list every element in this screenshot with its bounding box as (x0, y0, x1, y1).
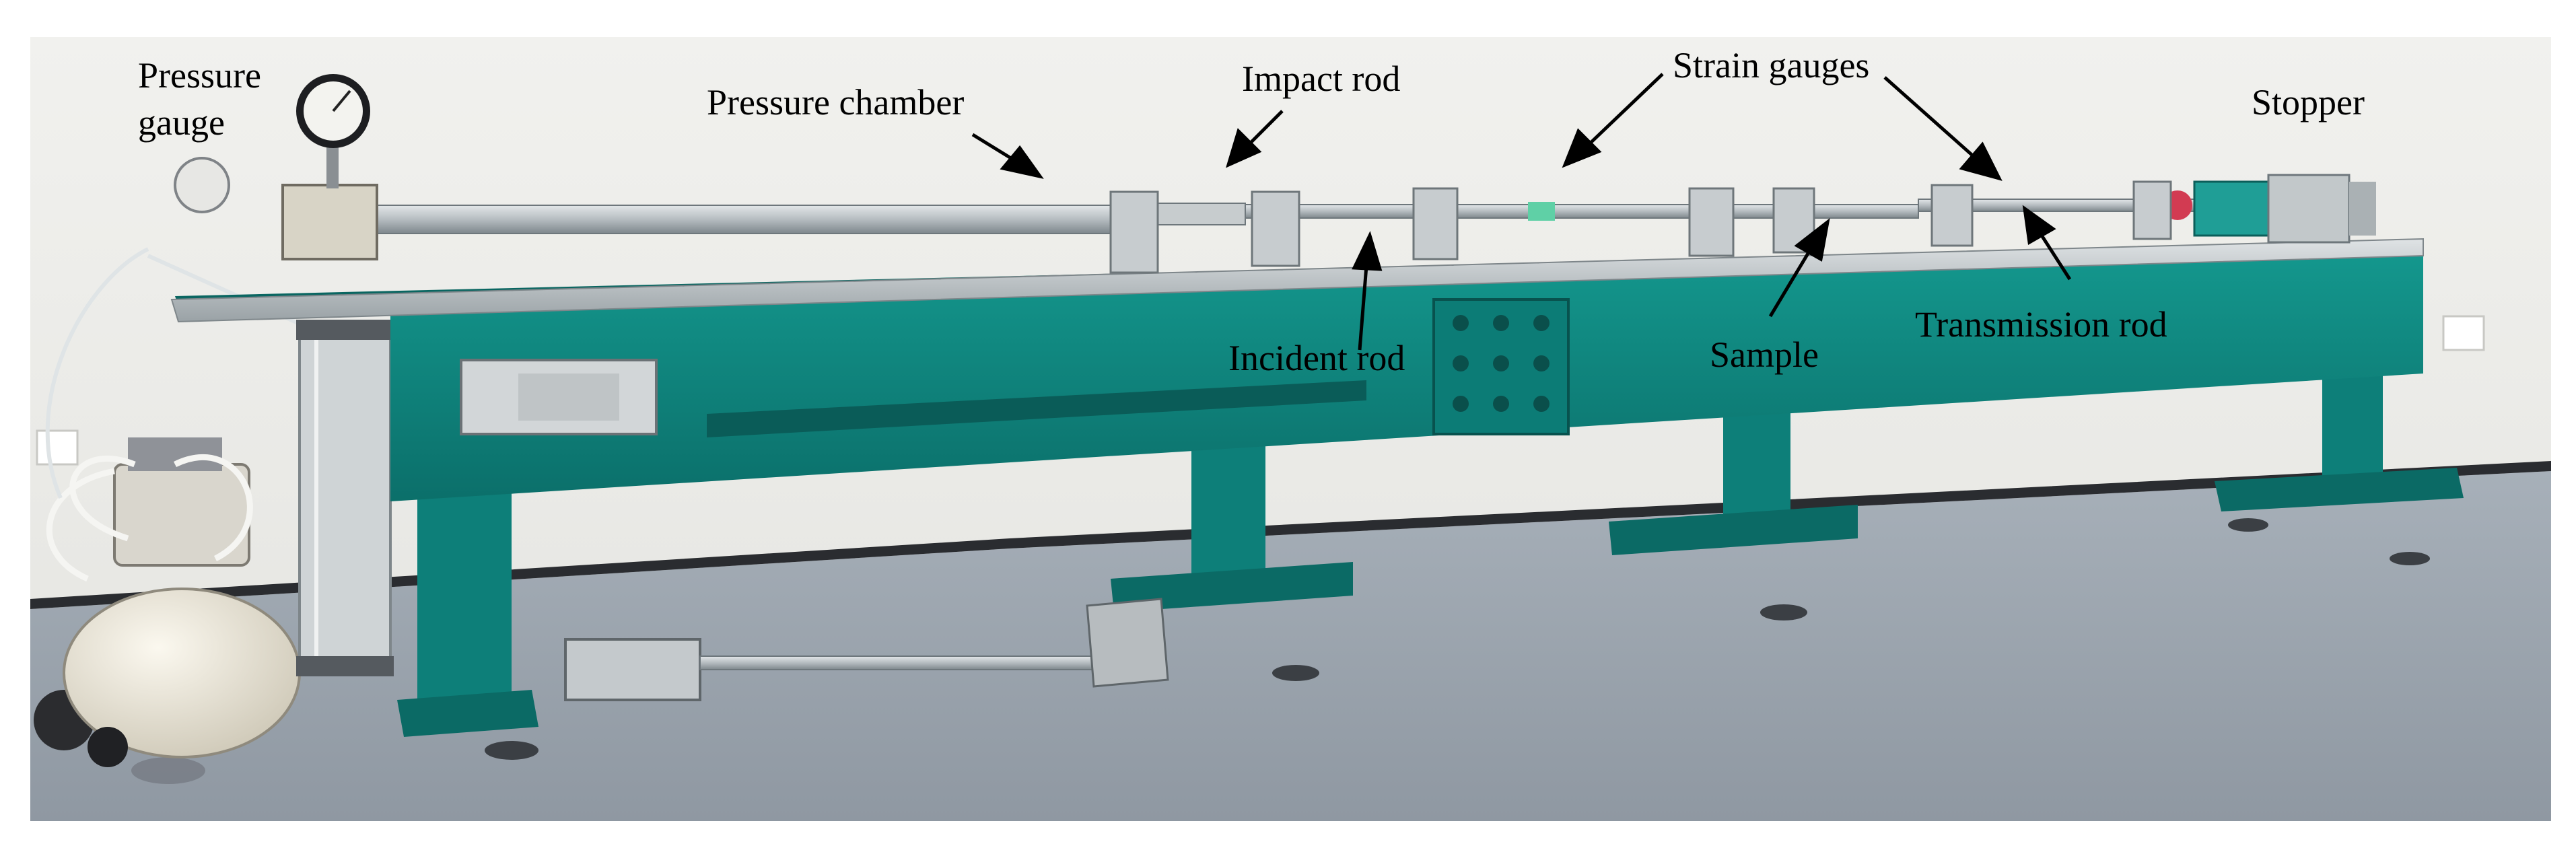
pneumatic-cylinder (296, 320, 394, 676)
label-impact-rod: Impact rod (1242, 59, 1400, 99)
bar-supports (1109, 180, 2172, 274)
label-pressure-gauge-line2: gauge (138, 102, 225, 143)
label-pressure-gauge-line1: Pressure (138, 55, 261, 96)
pressure-gauge-dial-icon (174, 74, 370, 213)
label-incident-rod: Incident rod (1228, 338, 1405, 378)
label-sample: Sample (1710, 334, 1819, 375)
guide-rail (170, 238, 2424, 323)
label-pressure-chamber: Pressure chamber (707, 82, 964, 122)
label-strain-gauges: Strain gauges (1673, 45, 1869, 85)
floor-cylinder (564, 598, 1169, 701)
annotation-arrows (971, 73, 2072, 351)
label-transmission-rod: Transmission rod (1915, 304, 2167, 345)
air-compressor-icon (34, 437, 301, 784)
label-stopper: Stopper (2252, 82, 2365, 122)
